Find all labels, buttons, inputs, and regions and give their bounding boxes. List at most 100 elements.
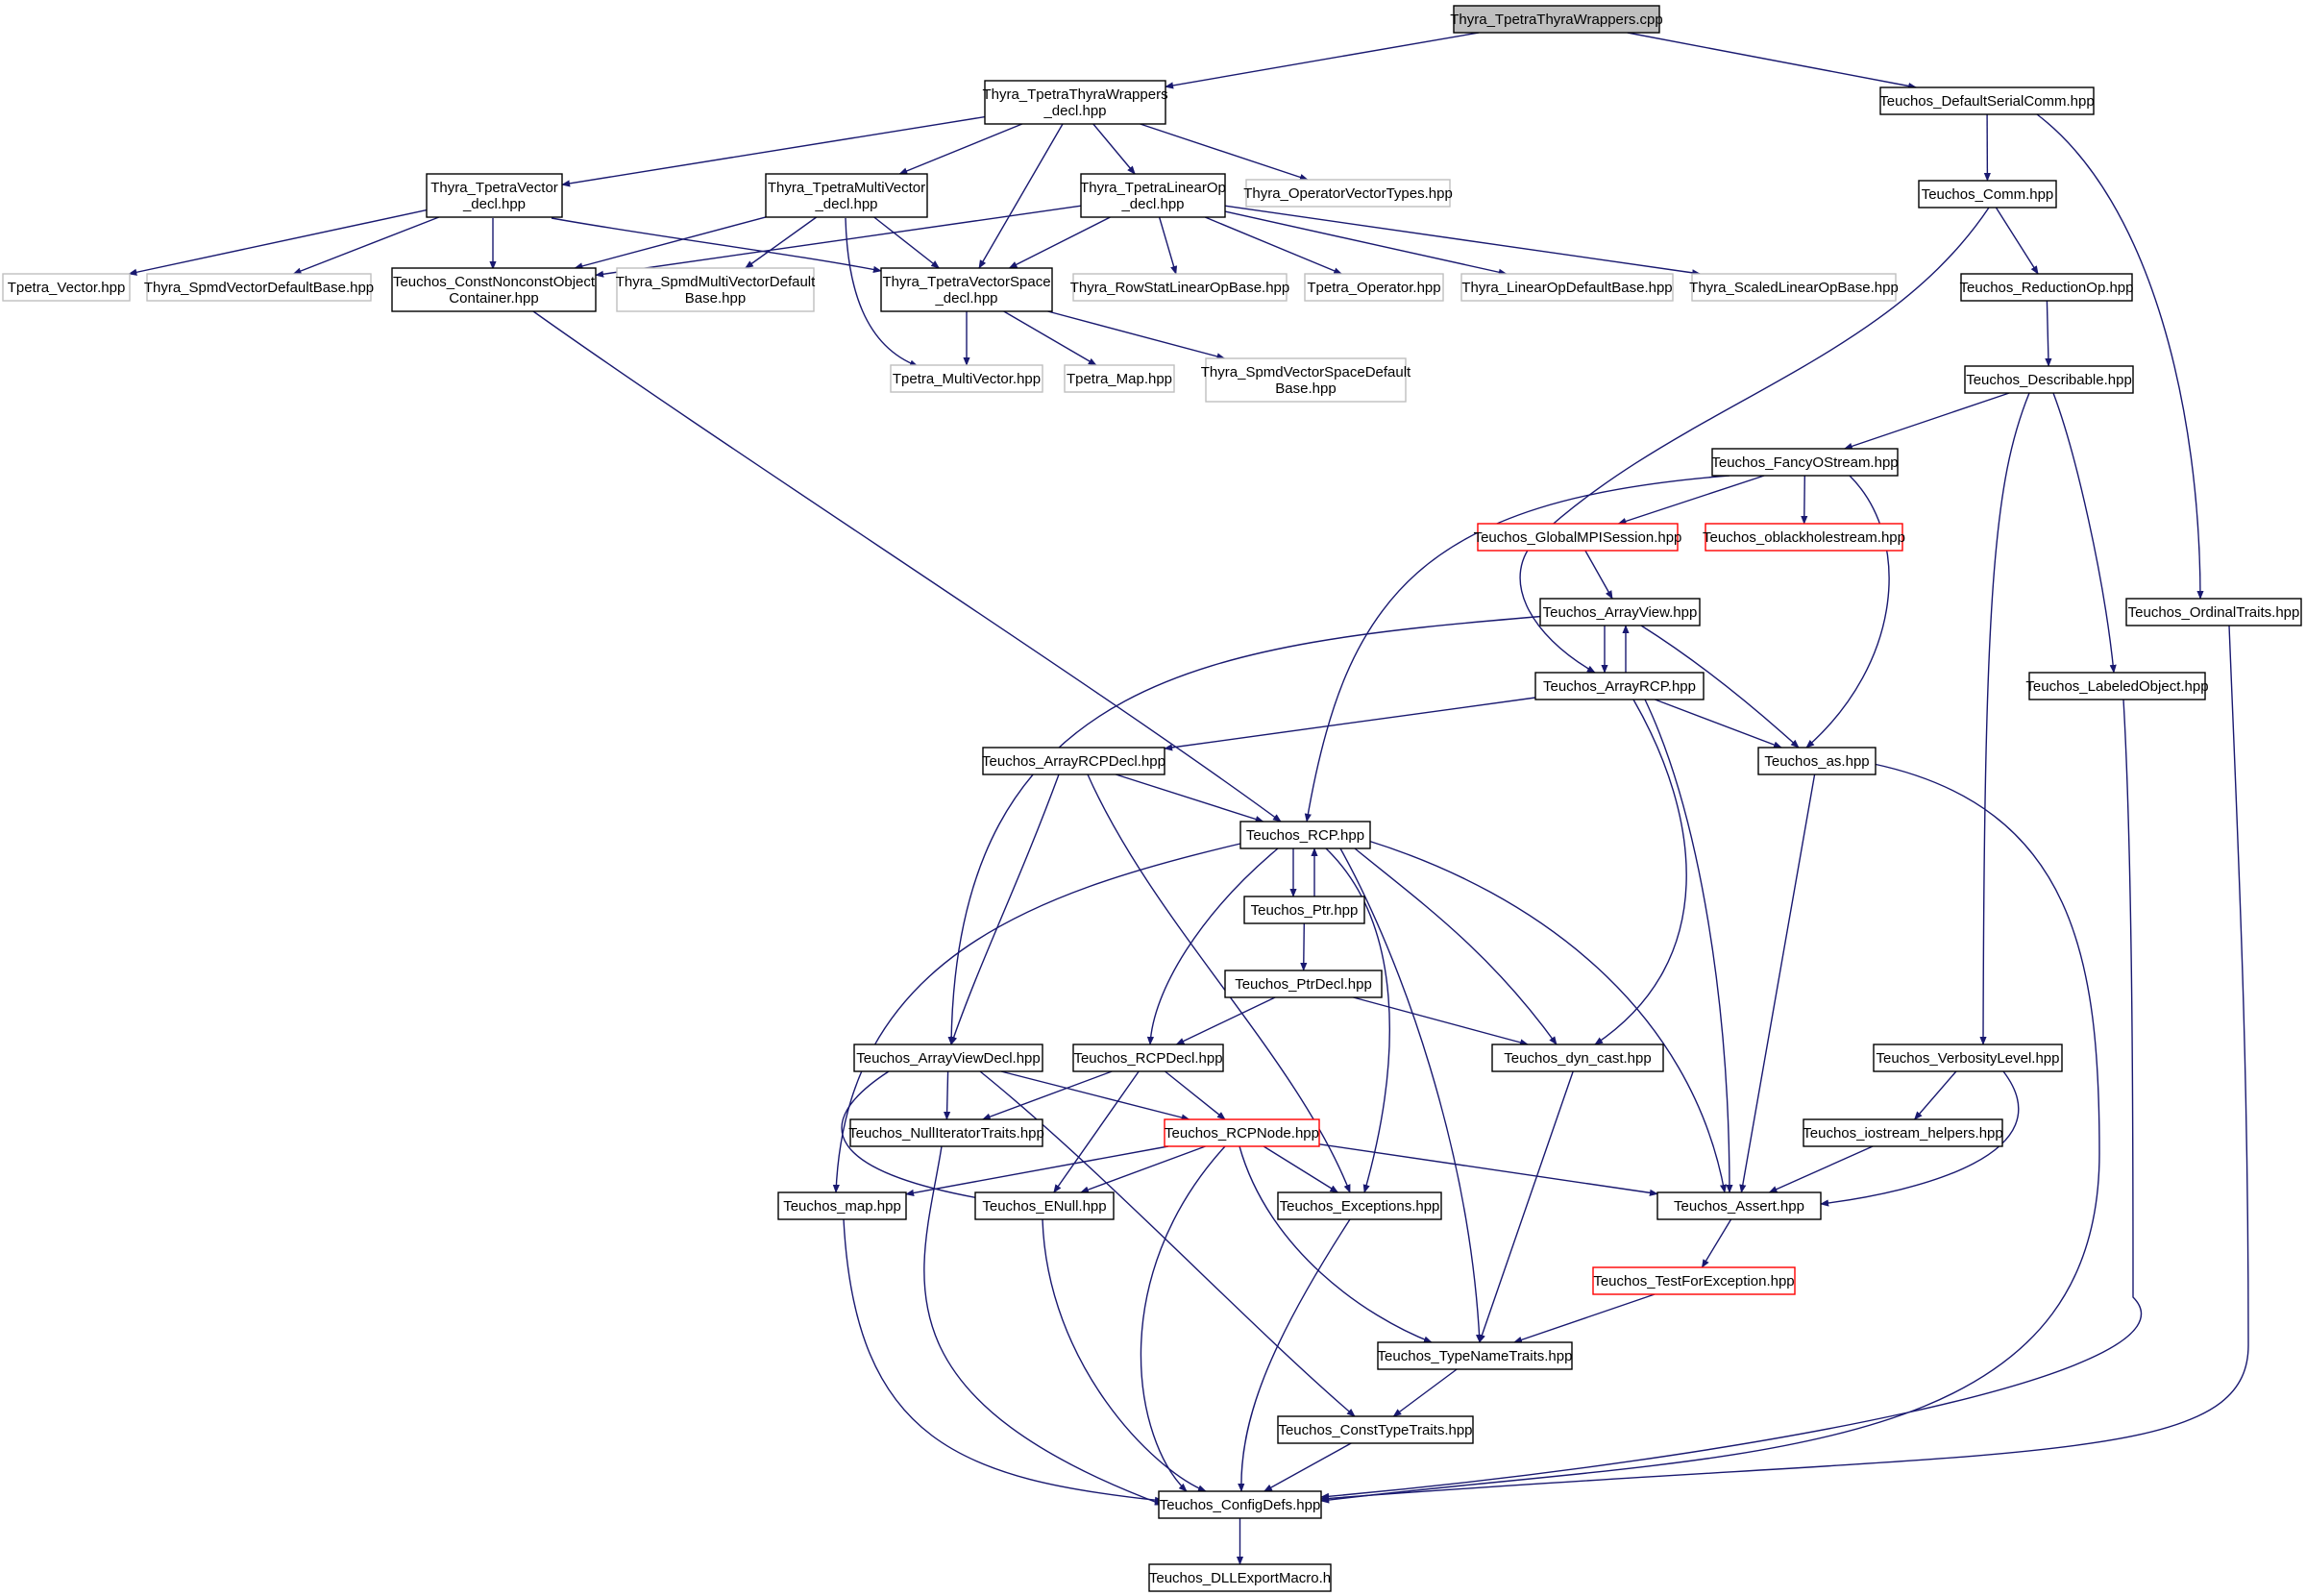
node-label: Thyra_TpetraThyraWrappers: [982, 86, 1167, 103]
node-box: [1491, 1044, 1664, 1072]
node-array_rcp[interactable]: Teuchos_ArrayRCP.hpp: [1534, 672, 1705, 700]
node-box: [2125, 598, 2302, 626]
node-global_mpi_session[interactable]: Teuchos_GlobalMPISession.hpp: [1474, 523, 1682, 552]
node-box: [1711, 448, 1899, 477]
edge-rcp_node-to-enull: [1080, 1145, 1206, 1193]
node-verbosity_level[interactable]: Teuchos_VerbosityLevel.hpp: [1873, 1044, 2063, 1072]
edge-rcp_decl-to-enull: [1053, 1070, 1140, 1193]
node-default_serial_comm[interactable]: Teuchos_DefaultSerialComm.hpp: [1879, 86, 2095, 115]
node-map[interactable]: Teuchos_map.hpp: [777, 1191, 907, 1220]
edge-array_view_decl-to-enull: [841, 1070, 991, 1203]
edge-tpetra_linearop_decl-to-tpetra_vectorspace_decl: [1008, 216, 1111, 269]
node-comm[interactable]: Teuchos_Comm.hpp: [1918, 180, 2057, 209]
node-enull[interactable]: Teuchos_ENull.hpp: [974, 1191, 1115, 1220]
node-label: Thyra_TpetraVectorSpace: [882, 274, 1050, 290]
node-null_iterator_traits[interactable]: Teuchos_NullIteratorTraits.hpp: [848, 1118, 1044, 1147]
edge-labeled_object-to-config_defs: [1320, 699, 2142, 1500]
node-const_type_traits[interactable]: Teuchos_ConstTypeTraits.hpp: [1277, 1415, 1474, 1444]
node-tpetra_multivector_decl[interactable]: Thyra_TpetraMultiVector_decl.hpp: [765, 173, 928, 218]
node-box: [765, 173, 928, 218]
node-label: Thyra_TpetraThyraWrappers.cpp: [1450, 12, 1662, 28]
node-dll_export_macro[interactable]: Teuchos_DLLExportMacro.h: [1148, 1563, 1332, 1592]
edge-rcp_node-to-config_defs: [1140, 1145, 1226, 1492]
node-label: Teuchos_ConstNonconstObject: [393, 274, 596, 290]
node-spmd_vector_default_base[interactable]: Thyra_SpmdVectorDefaultBase.hpp: [144, 273, 374, 302]
edge-exceptions-to-config_defs: [1238, 1218, 1351, 1492]
node-box: [146, 273, 372, 302]
node-label: _decl.hpp: [934, 290, 997, 307]
node-box: [1879, 86, 2095, 115]
node-label: Teuchos_RCP.hpp: [1246, 827, 1364, 844]
node-label: Teuchos_ConstTypeTraits.hpp: [1278, 1422, 1472, 1438]
node-rcp[interactable]: Teuchos_RCP.hpp: [1239, 821, 1371, 849]
node-box: [1243, 896, 1365, 924]
node-scaled_linearop_base[interactable]: Thyra_ScaledLinearOpBase.hpp: [1689, 273, 1899, 302]
node-labeled_object[interactable]: Teuchos_LabeledObject.hpp: [2025, 672, 2209, 700]
node-tpetra_map[interactable]: Tpetra_Map.hpp: [1064, 364, 1175, 393]
node-rcp_node[interactable]: Teuchos_RCPNode.hpp: [1164, 1118, 1320, 1147]
node-ptr[interactable]: Teuchos_Ptr.hpp: [1243, 896, 1365, 924]
node-config_defs[interactable]: Teuchos_ConfigDefs.hpp: [1158, 1490, 1322, 1519]
node-array_view_decl[interactable]: Teuchos_ArrayViewDecl.hpp: [853, 1044, 1043, 1072]
node-label: _decl.hpp: [1043, 103, 1106, 119]
node-box: [2028, 672, 2206, 700]
node-ptr_decl[interactable]: Teuchos_PtrDecl.hpp: [1224, 970, 1383, 998]
node-iostream_helpers[interactable]: Teuchos_iostream_helpers.hpp: [1803, 1118, 2003, 1147]
dependency-edges: [128, 32, 2249, 1565]
node-label: Thyra_SpmdVectorSpaceDefault: [1201, 364, 1411, 381]
dependency-nodes: Thyra_TpetraThyraWrappers.cppThyra_Tpetr…: [2, 5, 2302, 1592]
edge-rcp-to-dyn_cast: [1354, 847, 1558, 1045]
node-exceptions[interactable]: Teuchos_Exceptions.hpp: [1277, 1191, 1442, 1220]
node-label: Teuchos_ArrayRCPDecl.hpp: [982, 753, 1165, 770]
node-box: [1691, 273, 1897, 302]
edge-enull-to-config_defs: [1042, 1218, 1207, 1492]
edge-tpetra_linearop_decl-to-linearop_default_base: [1224, 210, 1508, 276]
node-tpetra_multivector[interactable]: Tpetra_MultiVector.hpp: [890, 364, 1043, 393]
edge-tpetra_multivector_decl-to-tpetra_multivector: [845, 217, 919, 367]
node-box: [1164, 1118, 1320, 1147]
node-linearop_default_base[interactable]: Thyra_LinearOpDefaultBase.hpp: [1460, 273, 1674, 302]
node-as[interactable]: Teuchos_as.hpp: [1757, 747, 1877, 775]
node-oblackholestream[interactable]: Teuchos_oblackholestream.hpp: [1703, 523, 1905, 552]
node-tpetra_vector_decl[interactable]: Thyra_TpetraVector_decl.hpp: [426, 173, 563, 218]
node-tpetra_linearop_decl[interactable]: Thyra_TpetraLinearOp_decl.hpp: [1080, 173, 1226, 218]
edge-array_view-to-array_view_decl: [947, 615, 1548, 1045]
node-root[interactable]: Thyra_TpetraThyraWrappers.cpp: [1450, 5, 1663, 34]
node-tpetra_operator[interactable]: Tpetra_Operator.hpp: [1304, 273, 1444, 302]
node-reduction_op[interactable]: Teuchos_ReductionOp.hpp: [1960, 273, 2134, 302]
node-ordinal_traits[interactable]: Teuchos_OrdinalTraits.hpp: [2125, 598, 2302, 626]
node-label: Teuchos_Exceptions.hpp: [1280, 1198, 1440, 1215]
node-operator_vector_types[interactable]: Thyra_OperatorVectorTypes.hpp: [1243, 179, 1453, 208]
edge-rcp-to-assert: [1367, 840, 1728, 1193]
node-tpetra_vector[interactable]: Tpetra_Vector.hpp: [2, 273, 131, 302]
node-box: [391, 267, 597, 312]
edge-rcp_decl-to-null_iterator_traits: [981, 1070, 1113, 1120]
node-box: [1873, 1044, 2063, 1072]
node-fancy_ostream[interactable]: Teuchos_FancyOStream.hpp: [1711, 448, 1899, 477]
node-array_rcp_decl[interactable]: Teuchos_ArrayRCPDecl.hpp: [982, 747, 1165, 775]
edge-ptr_decl-to-dyn_cast: [1353, 996, 1529, 1046]
node-rowstat_linearop_base[interactable]: Thyra_RowStatLinearOpBase.hpp: [1070, 273, 1289, 302]
node-label: Tpetra_Operator.hpp: [1307, 280, 1440, 296]
node-box: [1453, 5, 1660, 34]
node-describable[interactable]: Teuchos_Describable.hpp: [1964, 365, 2134, 394]
node-label: Tpetra_Vector.hpp: [8, 280, 126, 296]
node-tpetra_vectorspace_decl[interactable]: Thyra_TpetraVectorSpace_decl.hpp: [880, 267, 1053, 312]
node-dyn_cast[interactable]: Teuchos_dyn_cast.hpp: [1491, 1044, 1664, 1072]
node-array_view[interactable]: Teuchos_ArrayView.hpp: [1539, 598, 1701, 626]
node-type_name_traits[interactable]: Teuchos_TypeNameTraits.hpp: [1377, 1341, 1573, 1370]
node-label: Teuchos_Describable.hpp: [1966, 372, 2132, 388]
node-label: Base.hpp: [1275, 381, 1336, 397]
node-rcp_decl[interactable]: Teuchos_RCPDecl.hpp: [1072, 1044, 1224, 1072]
edge-rcp-to-exceptions: [1325, 847, 1390, 1193]
node-label: Teuchos_oblackholestream.hpp: [1703, 529, 1905, 546]
node-box: [1534, 672, 1705, 700]
node-wrappers_decl[interactable]: Thyra_TpetraThyraWrappers_decl.hpp: [982, 80, 1168, 125]
node-assert[interactable]: Teuchos_Assert.hpp: [1656, 1191, 1822, 1220]
node-label: Teuchos_TestForException.hpp: [1593, 1273, 1794, 1289]
node-box: [880, 267, 1053, 312]
node-test_for_exception[interactable]: Teuchos_TestForException.hpp: [1592, 1266, 1796, 1295]
